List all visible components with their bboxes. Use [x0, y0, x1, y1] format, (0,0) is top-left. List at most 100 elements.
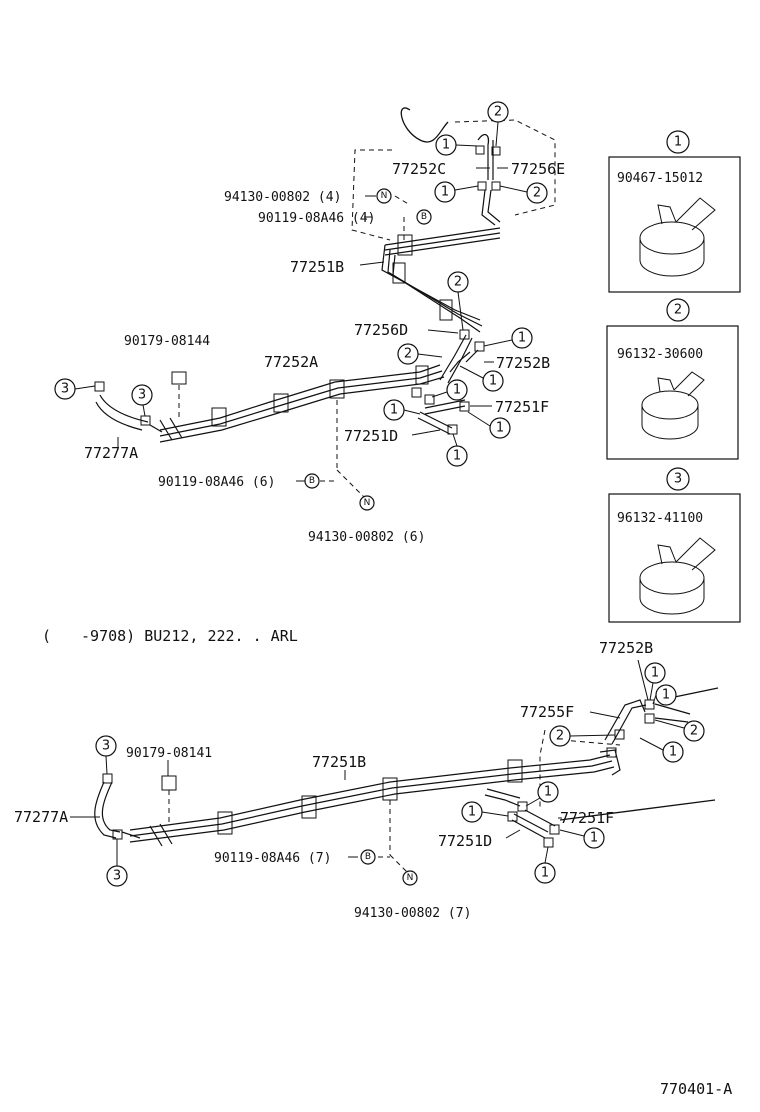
- svg-text:1: 1: [669, 745, 677, 760]
- svg-text:1: 1: [662, 688, 670, 703]
- bolt-symbol: B: [416, 209, 432, 225]
- callout-2: 2: [683, 720, 705, 742]
- svg-text:2: 2: [556, 729, 564, 744]
- callout-1: 1: [662, 741, 684, 763]
- svg-text:3: 3: [674, 472, 682, 487]
- callout-3: 3: [54, 378, 76, 400]
- callout-1: 1: [446, 445, 468, 467]
- svg-text:B: B: [309, 476, 315, 486]
- svg-text:B: B: [421, 212, 427, 222]
- part-label: 77251F: [560, 809, 614, 827]
- hose-77251d: [419, 411, 453, 429]
- nut-symbol: N: [376, 188, 392, 204]
- part-label: 77256D: [354, 321, 408, 339]
- svg-text:2: 2: [404, 347, 412, 362]
- part-label: 90119-08A46 (6): [158, 475, 275, 490]
- svg-text:3: 3: [61, 382, 69, 397]
- bolt-symbol: B: [304, 473, 320, 489]
- callout-3: 3: [95, 735, 117, 757]
- callout-1: 1: [583, 827, 605, 849]
- legend-box-clamp-2: [606, 325, 739, 460]
- callout-1: 1: [461, 801, 483, 823]
- svg-text:1: 1: [390, 403, 398, 418]
- svg-text:1: 1: [489, 374, 497, 389]
- callout-1: 1: [446, 379, 468, 401]
- callout-2: 2: [526, 182, 548, 204]
- svg-text:2: 2: [494, 105, 502, 120]
- svg-text:1: 1: [544, 785, 552, 800]
- pipe-bundle-77252a: [159, 364, 445, 443]
- svg-text:1: 1: [468, 805, 476, 820]
- svg-text:1: 1: [590, 831, 598, 846]
- svg-text:N: N: [407, 873, 414, 883]
- svg-text:1: 1: [453, 383, 461, 398]
- part-label: 77255F: [520, 703, 574, 721]
- part-label: 90179-08144: [124, 334, 210, 349]
- callout-1: 1: [537, 781, 559, 803]
- grommet-upper: [171, 371, 187, 385]
- part-label: 90179-08141: [126, 746, 212, 761]
- pipe-bundle-77251b: [381, 227, 501, 333]
- hose-77251f-lower: [524, 809, 556, 827]
- svg-text:2: 2: [454, 275, 462, 290]
- part-label: 77277A: [84, 444, 138, 462]
- part-label: 77251D: [344, 427, 398, 445]
- grommet-lower: [161, 775, 177, 791]
- svg-text:N: N: [364, 498, 371, 508]
- callout-1: 1: [482, 370, 504, 392]
- vacuum-hose-loop: [400, 107, 449, 143]
- part-label: 77252B: [496, 354, 550, 372]
- part-label: 77252A: [264, 353, 318, 371]
- hose-77251f: [424, 399, 466, 409]
- callout-3: 3: [131, 384, 153, 406]
- callout-1: 1: [644, 662, 666, 684]
- callout-2: 2: [549, 725, 571, 747]
- legend-box-clamp-1: [608, 156, 741, 293]
- group-bracket-left: [351, 149, 392, 241]
- callout-1: 1: [511, 327, 533, 349]
- part-label: 77252B: [599, 639, 653, 657]
- hose-77252c: [477, 133, 490, 180]
- svg-text:1: 1: [518, 331, 526, 346]
- callout-1: 1: [489, 417, 511, 439]
- applicability-note: ( -9708) BU212, 222. . ARL: [42, 627, 298, 645]
- part-label: 77277A: [14, 808, 68, 826]
- part-label: 90119-08A46 (4): [258, 211, 375, 226]
- svg-text:3: 3: [113, 869, 121, 884]
- svg-text:1: 1: [453, 449, 461, 464]
- callout-1: 1: [435, 134, 457, 156]
- hose-77277a-lower: [94, 781, 117, 839]
- callout-2: 2: [487, 101, 509, 123]
- callout-3: 3: [666, 467, 690, 491]
- callout-1: 1: [534, 862, 556, 884]
- lower-assembly: 1 1 2 2 1 1 1 1 1 3 3 B N 77252B 77255F …: [14, 639, 719, 921]
- callout-1: 1: [383, 399, 405, 421]
- part-label: 94130-00802 (4): [224, 190, 341, 205]
- svg-text:N: N: [381, 191, 388, 201]
- svg-text:B: B: [365, 852, 371, 862]
- callout-3: 3: [106, 865, 128, 887]
- svg-text:2: 2: [690, 724, 698, 739]
- part-label: 77252C: [392, 160, 446, 178]
- part-label: 77251F: [495, 398, 549, 416]
- callout-1: 1: [655, 684, 677, 706]
- diagram-id: 770401-A: [660, 1080, 732, 1098]
- svg-text:1: 1: [541, 866, 549, 881]
- legend: 1 90467-15012 2 96132-30600 3 96132-4110…: [606, 130, 741, 623]
- legend-part-number: 96132-41100: [617, 511, 703, 526]
- callout-2: 2: [447, 271, 469, 293]
- svg-text:1: 1: [442, 138, 450, 153]
- legend-part-number: 90467-15012: [617, 171, 703, 186]
- part-label: 77251B: [312, 753, 366, 771]
- svg-text:3: 3: [138, 388, 146, 403]
- svg-text:1: 1: [651, 666, 659, 681]
- bolt-symbol: B: [360, 849, 376, 865]
- hose-77251d-lower: [511, 819, 546, 839]
- callout-2: 2: [666, 298, 690, 322]
- callout-1: 1: [666, 130, 690, 154]
- nut-symbol: N: [359, 495, 375, 511]
- legend-part-number: 96132-30600: [617, 347, 703, 362]
- part-label: 77256E: [511, 160, 565, 178]
- hose-clamp-icon: [641, 371, 705, 440]
